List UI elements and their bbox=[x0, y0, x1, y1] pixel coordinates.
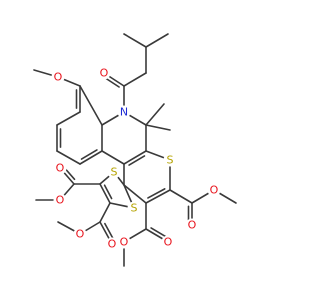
double-bond-ce2-oe2c-second-line bbox=[150, 227, 168, 238]
double-bond-cac-oac-second-line bbox=[104, 77, 120, 88]
single-bond-cac-ch2 bbox=[123, 72, 147, 87]
sulfur-atom-dithiole-lower: S bbox=[131, 202, 138, 215]
sulfur-atom-thiopyran: S bbox=[167, 154, 174, 167]
oxygen-atom-ester1-ether-background bbox=[207, 183, 221, 197]
oxygen-atom-acyl-carbonyl-background bbox=[97, 66, 111, 80]
sulfur-atom-dithiole-lower-background bbox=[127, 201, 141, 215]
double-bond-c11-c12 bbox=[145, 189, 171, 204]
oxygen-atom-ester4-ether-background bbox=[73, 227, 87, 241]
oxygen-atom-ester4-ether: O bbox=[76, 228, 85, 241]
oxygen-atom-ester1-ether: O bbox=[210, 184, 219, 197]
oxygen-atom-ester3-carbonyl: O bbox=[56, 162, 65, 175]
oxygen-atom-methoxy-background bbox=[51, 70, 65, 84]
double-bond-c9-c10 bbox=[123, 150, 147, 165]
single-bond-c8-me3 bbox=[145, 124, 171, 131]
double-bond-ce4-oe4c-second-line bbox=[104, 222, 115, 240]
oxygen-atom-ester4-carbonyl-background bbox=[105, 237, 119, 251]
oxygen-atom-ester3-ether: O bbox=[56, 194, 65, 207]
single-bond-ch-me5 bbox=[145, 33, 169, 48]
single-bond-a2-a3 bbox=[56, 111, 81, 126]
single-bond-a7-a1 bbox=[79, 85, 103, 126]
single-bond-c10-a6 bbox=[101, 150, 125, 165]
single-bond-cd2-ce4 bbox=[99, 202, 111, 223]
double-bond-cd1-cd2 bbox=[99, 183, 111, 204]
bond-layer bbox=[33, 33, 237, 267]
oxygen-atom-ester2-ether: O bbox=[120, 236, 129, 249]
nitrogen-atom: N bbox=[120, 106, 128, 119]
oxygen-atom-ester1-carbonyl: O bbox=[188, 219, 197, 232]
single-bond-c8-me2 bbox=[145, 103, 165, 126]
single-bond-c11-ce1 bbox=[169, 189, 193, 204]
oxygen-atom-acyl-carbonyl: O bbox=[100, 67, 109, 80]
sulfur-atom-dithiole-upper: S bbox=[111, 166, 118, 179]
double-bond-a5-a6-second-line bbox=[80, 149, 98, 160]
double-bond-cd1-cd2-second-line bbox=[103, 184, 113, 200]
single-bond-ch-me4 bbox=[123, 33, 147, 48]
sulfur-atom-dithiole-upper-background bbox=[107, 165, 121, 179]
sulfur-atom-thiopyran-background bbox=[163, 153, 177, 167]
oxygen-atom-ester3-carbonyl-background bbox=[53, 161, 67, 175]
oxygen-atom-methoxy: O bbox=[54, 71, 63, 84]
nitrogen-atom-background bbox=[117, 105, 131, 119]
oxygen-atom-ester2-carbonyl: O bbox=[164, 236, 173, 249]
oxygen-atom-ester2-carbonyl-background bbox=[161, 235, 175, 249]
double-bond-ce3-oe3c-second-line bbox=[63, 167, 76, 181]
double-bond-a5-a6 bbox=[79, 150, 103, 165]
double-bond-c9-c10-second-line bbox=[128, 155, 146, 166]
oxygen-atom-ester4-carbonyl: O bbox=[108, 238, 117, 251]
double-bond-c11-c12-second-line bbox=[147, 188, 166, 199]
single-bond-a4-a5 bbox=[56, 150, 81, 165]
single-bond-c12-csp bbox=[123, 184, 147, 204]
oxygen-atom-ester3-ether-background bbox=[53, 193, 67, 207]
oxygen-atom-ester1-carbonyl-background bbox=[185, 218, 199, 232]
oxygen-atom-ester2-ether-background bbox=[117, 235, 131, 249]
